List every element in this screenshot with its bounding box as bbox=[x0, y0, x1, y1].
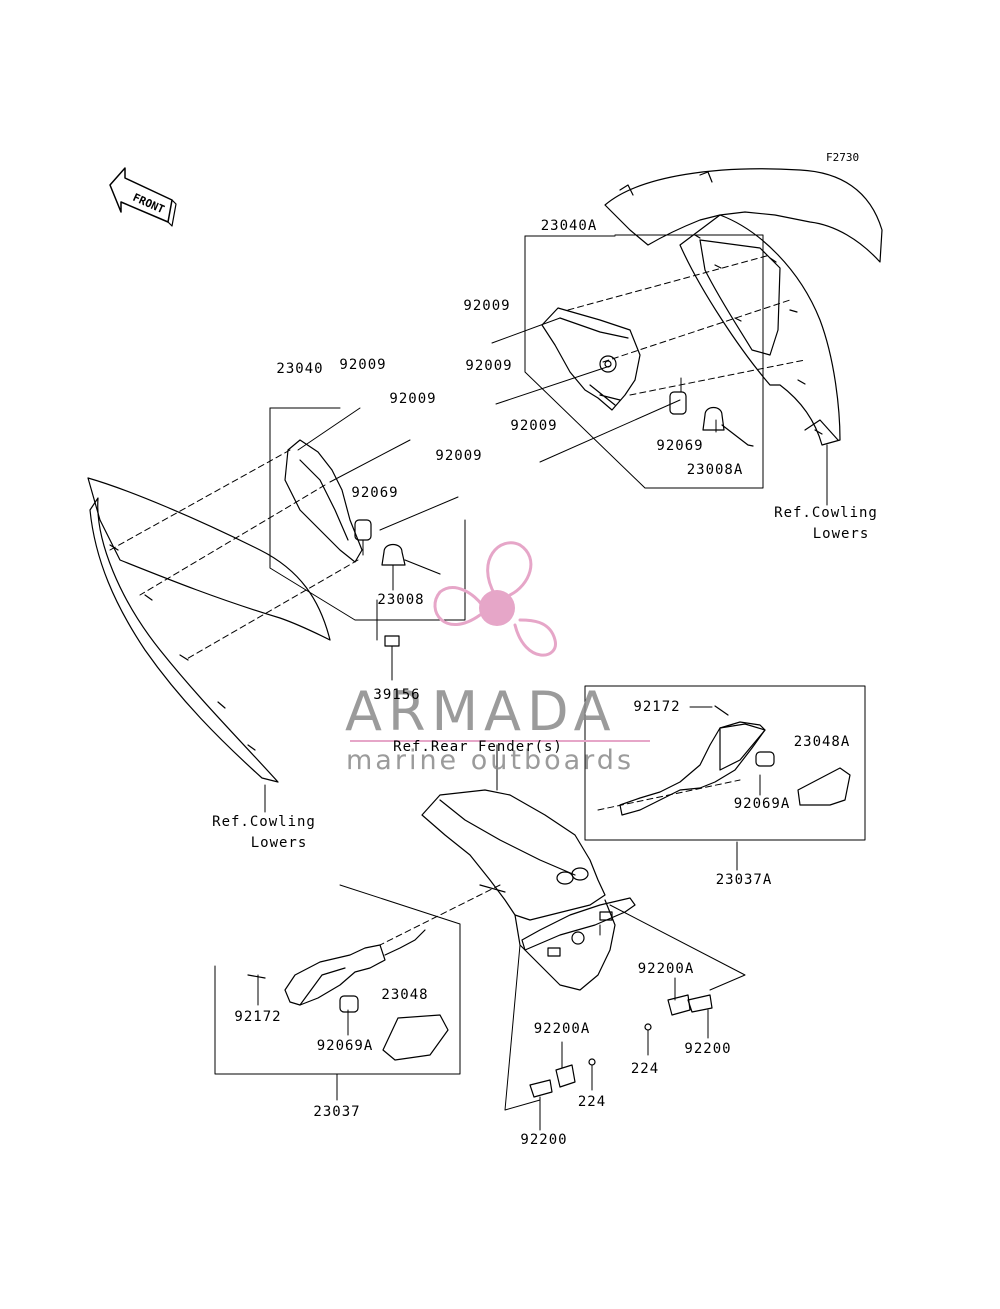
bulb-92069-icon bbox=[669, 391, 687, 415]
part-label-92200: 92200 bbox=[684, 1041, 732, 1057]
part-label-23040: 23040 bbox=[276, 361, 324, 377]
rear-fender-assembly bbox=[421, 789, 636, 991]
lens-23048-icon bbox=[382, 1014, 449, 1061]
ref-cowling-lowers-left-2: Lowers bbox=[250, 835, 308, 851]
watermark-logo-icon bbox=[433, 541, 557, 657]
part-label-39156: 39156 bbox=[373, 687, 421, 703]
reflector-brackets bbox=[529, 994, 713, 1098]
bulb-92069A-left-icon bbox=[339, 995, 359, 1013]
part-label-92009: 92009 bbox=[510, 418, 558, 434]
part-label-92172: 92172 bbox=[234, 1009, 282, 1025]
socket-23008-icon bbox=[381, 543, 406, 566]
part-label-92200A: 92200A bbox=[533, 1021, 591, 1037]
part-label-92009: 92009 bbox=[339, 357, 387, 373]
leader-lines bbox=[109, 254, 828, 1131]
ref-cowling-lowers-right: Ref.Cowling bbox=[774, 505, 878, 521]
ref-rear-fender: Ref.Rear Fender(s) bbox=[393, 739, 563, 755]
left-cowling-panel bbox=[87, 477, 331, 783]
plate-39156-icon bbox=[384, 635, 400, 647]
part-label-92009: 92009 bbox=[463, 298, 511, 314]
part-label-92200: 92200 bbox=[520, 1132, 568, 1148]
part-label-92069: 92069 bbox=[351, 485, 399, 501]
right-cowling-panel bbox=[604, 168, 883, 446]
left-front-turn-signal bbox=[284, 439, 441, 647]
bulb-92069A-right-icon bbox=[755, 751, 775, 767]
part-label-92200A: 92200A bbox=[637, 961, 695, 977]
part-label-23037: 23037 bbox=[313, 1104, 361, 1120]
part-label-23037A: 23037A bbox=[715, 872, 773, 888]
part-label-23008: 23008 bbox=[377, 592, 425, 608]
ref-cowling-lowers-left: Ref.Cowling bbox=[212, 814, 316, 830]
front-arrow-icon: FRONT bbox=[109, 167, 177, 227]
figure-id: F2730 bbox=[826, 151, 860, 164]
part-label-23008A: 23008A bbox=[686, 462, 744, 478]
part-label-224: 224 bbox=[577, 1094, 607, 1110]
part-label-92069A: 92069A bbox=[316, 1038, 374, 1054]
part-label-92069A: 92069A bbox=[733, 796, 791, 812]
part-label-224: 224 bbox=[630, 1061, 660, 1077]
part-label-92009: 92009 bbox=[435, 448, 483, 464]
watermark-divider bbox=[350, 740, 650, 742]
watermark-subtitle: marine outboards bbox=[346, 745, 635, 776]
right-front-turn-signal bbox=[541, 307, 754, 447]
ref-cowling-lowers-right-2: Lowers bbox=[812, 526, 870, 542]
part-label-92009: 92009 bbox=[389, 391, 437, 407]
right-rear-turn-signal bbox=[619, 705, 851, 816]
socket-23008A-icon bbox=[702, 406, 725, 431]
part-label-23048: 23048 bbox=[381, 987, 429, 1003]
part-label-92009: 92009 bbox=[465, 358, 513, 374]
part-label-23048A: 23048A bbox=[793, 734, 851, 750]
lens-23048A-icon bbox=[797, 767, 851, 806]
group-frames bbox=[214, 234, 866, 1075]
part-label-92172: 92172 bbox=[633, 699, 681, 715]
part-label-23040A: 23040A bbox=[540, 218, 598, 234]
watermark-name: ARMADA bbox=[345, 680, 617, 743]
part-label-92069: 92069 bbox=[656, 438, 704, 454]
left-rear-turn-signal bbox=[247, 929, 449, 1061]
